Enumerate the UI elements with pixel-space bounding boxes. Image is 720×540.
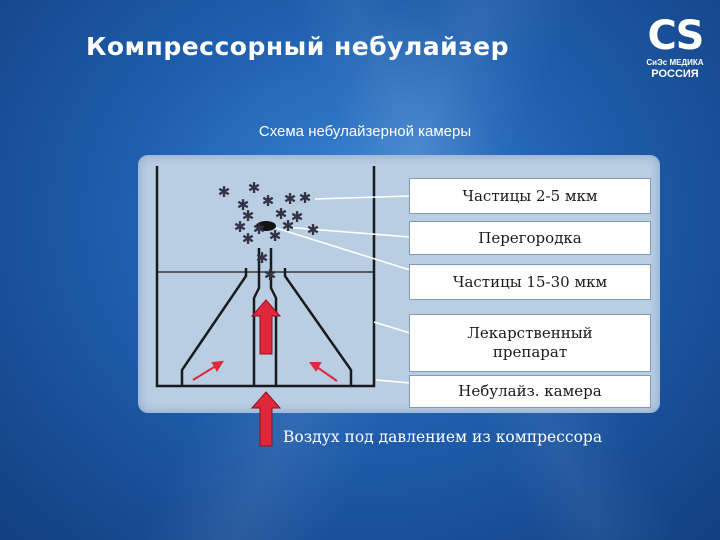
- baffle: [256, 221, 276, 231]
- svg-text:✱: ✱: [275, 205, 288, 223]
- label-drug-line2: препарат: [492, 343, 568, 361]
- svg-text:✱: ✱: [307, 221, 320, 239]
- outer-nozzle-left: [180, 268, 248, 386]
- svg-text:✱: ✱: [282, 217, 295, 235]
- svg-text:✱: ✱: [237, 196, 250, 214]
- svg-text:✱: ✱: [234, 218, 247, 236]
- svg-text:✱: ✱: [253, 220, 266, 238]
- svg-text:✱: ✱: [242, 207, 255, 225]
- chamber-wall: [155, 166, 376, 388]
- logo-text-line2: РОССИЯ: [651, 68, 699, 80]
- label-particles-small: Частицы 2-5 мкм: [409, 178, 651, 214]
- outer-nozzle-right: [283, 268, 353, 386]
- company-logo: CS СиЭс МЕДИКА РОССИЯ: [640, 16, 710, 84]
- svg-text:✱: ✱: [256, 249, 269, 267]
- svg-text:✱: ✱: [284, 190, 297, 208]
- label-chamber: Небулайз. камера: [409, 375, 651, 408]
- logo-mark: CS: [647, 13, 705, 59]
- diagram-caption: Схема небулайзерной камеры: [258, 123, 472, 140]
- label-drug: Лекарственный препарат: [409, 314, 651, 372]
- air-tube-right: [269, 248, 278, 386]
- leader-lines: [275, 195, 411, 384]
- label-baffle: Перегородка: [409, 221, 651, 255]
- svg-text:✱: ✱: [291, 208, 304, 226]
- logo-text-line1: СиЭс МЕДИКА: [646, 58, 704, 67]
- svg-text:✱: ✱: [248, 179, 261, 197]
- slide-title: Компрессорный небулайзер: [86, 32, 510, 61]
- svg-text:✱: ✱: [242, 230, 255, 248]
- air-tube-left: [252, 248, 261, 386]
- label-drug-line1: Лекарственный: [467, 324, 593, 342]
- svg-text:✱: ✱: [269, 227, 282, 245]
- svg-text:✱: ✱: [262, 192, 275, 210]
- svg-text:✱: ✱: [299, 189, 312, 207]
- label-air-supply: Воздух под давлением из компрессора: [283, 428, 603, 446]
- label-particles-large: Частицы 15-30 мкм: [409, 264, 651, 300]
- svg-text:✱: ✱: [218, 183, 231, 201]
- drug-flow-arrows: [192, 360, 338, 382]
- svg-text:✱: ✱: [264, 266, 277, 284]
- asterisk-particle-icon: ✱✱✱ ✱✱✱ ✱✱✱ ✱✱✱ ✱✱✱ ✱✱: [218, 179, 320, 284]
- arrow-up-icon: [250, 299, 282, 447]
